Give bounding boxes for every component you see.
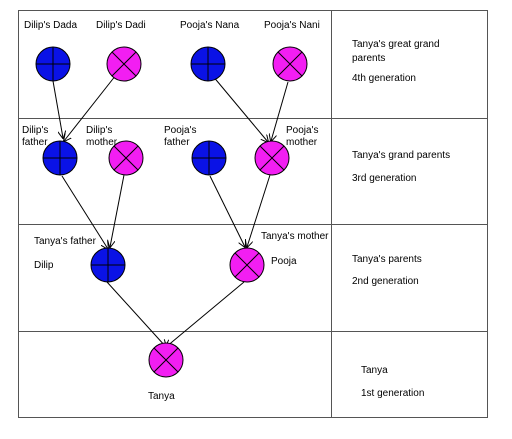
tanya-mother-label-line2: Pooja bbox=[271, 256, 297, 267]
tanya-mother-label-line1: Tanya's mother bbox=[261, 231, 329, 242]
dilip-mother-label-line1: Dilip's bbox=[86, 125, 112, 136]
cross-stroke-2 bbox=[113, 145, 139, 171]
arrow-dilip-dada-to-dilip-father bbox=[52, 80, 63, 138]
pooja-nani-label: Pooja's Nani bbox=[264, 20, 320, 31]
dilip-dada-label: Dilip's Dada bbox=[24, 20, 77, 31]
generation-2-label: 2nd generation bbox=[352, 276, 419, 287]
pooja-nana-node bbox=[190, 46, 226, 82]
pooja-mother-node bbox=[254, 140, 290, 176]
arrow-tanya-father-to-tanya bbox=[106, 281, 166, 347]
arrow-dilip-dadi-to-dilip-father bbox=[64, 74, 117, 141]
dilip-dadi-label: Dilip's Dadi bbox=[96, 20, 146, 31]
lineage-links bbox=[52, 74, 289, 347]
tanya-father-label-line1: Tanya's father bbox=[34, 236, 97, 247]
person-labels: Dilip's Dada Dilip's Dadi Pooja's Nana P… bbox=[22, 20, 329, 402]
dilip-father-label-line2: father bbox=[22, 137, 48, 148]
tanya-father-node bbox=[90, 247, 126, 283]
generation-column: Tanya's great grand parents 4th generati… bbox=[352, 39, 450, 399]
generation-4-title-line1: Tanya's great grand bbox=[352, 39, 440, 50]
pooja-father-node bbox=[191, 140, 227, 176]
person-nodes bbox=[35, 46, 308, 378]
arrow-pooja-nani-to-pooja-mother bbox=[271, 81, 289, 141]
pooja-father-label-line2: father bbox=[164, 137, 190, 148]
outer-border bbox=[18, 10, 488, 418]
arrow-dilip-mother-to-tanya-father bbox=[110, 174, 125, 247]
pooja-father-label-line1: Pooja's bbox=[164, 125, 197, 136]
dilip-mother-node bbox=[108, 140, 144, 176]
dilip-mother-label-line2: mother bbox=[86, 137, 118, 148]
arrow-pooja-nana-to-pooja-mother bbox=[211, 74, 268, 142]
arrow-pooja-mother-to-tanya-mother bbox=[247, 174, 271, 247]
generation-3-title: Tanya's grand parents bbox=[352, 150, 450, 161]
generation-4-title-line2: parents bbox=[352, 53, 385, 64]
tanya-father-label-line2: Dilip bbox=[34, 260, 54, 271]
grid-frame bbox=[18, 10, 488, 418]
tanya-mother-node bbox=[229, 247, 265, 283]
dilip-father-node bbox=[42, 140, 78, 176]
cross-stroke-2 bbox=[259, 145, 285, 171]
arrow-pooja-father-to-tanya-mother bbox=[209, 175, 245, 247]
tanya-node bbox=[148, 342, 184, 378]
cross-stroke-2 bbox=[111, 51, 137, 77]
arrow-dilip-father-to-tanya-father bbox=[61, 175, 108, 249]
dilip-father-label-line1: Dilip's bbox=[22, 125, 48, 136]
generation-2-title: Tanya's parents bbox=[352, 254, 422, 265]
cross-stroke-2 bbox=[234, 252, 260, 278]
pooja-mother-label-line1: Pooja's bbox=[286, 125, 319, 136]
dilip-dadi-node bbox=[106, 46, 142, 82]
arrow-tanya-mother-to-tanya bbox=[166, 281, 245, 347]
tanya-label: Tanya bbox=[148, 391, 175, 402]
dilip-dada-node bbox=[35, 46, 71, 82]
pooja-mother-label-line2: mother bbox=[286, 137, 318, 148]
pooja-nana-label: Pooja's Nana bbox=[180, 20, 240, 31]
generation-1-label: 1st generation bbox=[361, 388, 424, 399]
pooja-nani-node bbox=[272, 46, 308, 82]
generation-3-label: 3rd generation bbox=[352, 173, 417, 184]
generation-1-title: Tanya bbox=[361, 365, 388, 376]
cross-stroke-2 bbox=[153, 347, 179, 373]
generation-4-label: 4th generation bbox=[352, 73, 416, 84]
cross-stroke-2 bbox=[277, 51, 303, 77]
